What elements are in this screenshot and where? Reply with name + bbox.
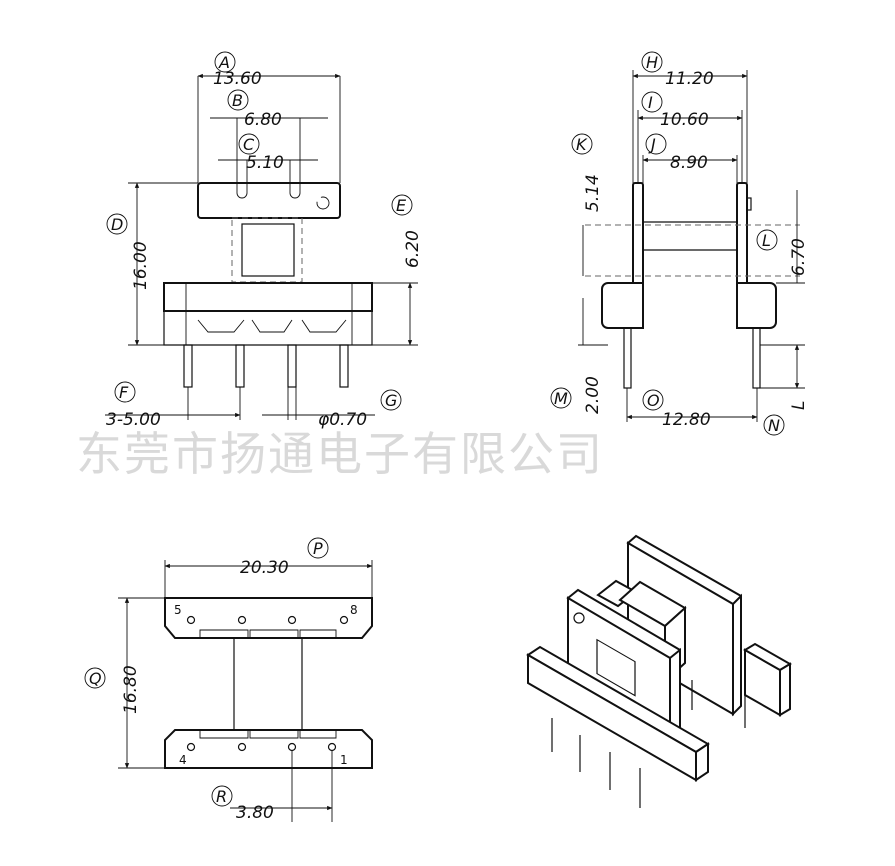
side-view: 11.20 H 10.60 I 8.90 J 5.14 K 6.70 L L: [550, 51, 809, 436]
dim-p-value: 20.30: [240, 558, 289, 578]
label-o: O: [647, 391, 660, 410]
side-pin: [752, 327, 761, 389]
iso-rear-base-side: [779, 662, 791, 717]
pin-hole: [237, 742, 247, 752]
front-base-notches: [197, 319, 347, 333]
bottom-bottom-notches: [199, 730, 337, 739]
dim-c-value: 5.10: [246, 153, 284, 173]
dim-m-value: 2.00: [583, 376, 603, 414]
label-f: F: [119, 383, 129, 402]
side-flange-tab: [746, 197, 752, 211]
dim-i-value: 10.60: [660, 110, 709, 130]
label-e: E: [396, 196, 407, 215]
front-mark-circle: [316, 196, 330, 210]
side-base-left: [601, 282, 644, 329]
label-n: N: [768, 416, 780, 435]
bottom-bottom-bar: [164, 729, 373, 769]
dim-b-value: 6.80: [244, 110, 282, 130]
pin-number-4: 4: [179, 753, 187, 767]
label-m: M: [554, 389, 568, 408]
iso-back-flange-side: [732, 593, 742, 717]
label-q: Q: [89, 669, 102, 688]
front-pin: [235, 344, 245, 388]
front-pin: [183, 344, 193, 388]
dim-h-value: 11.20: [665, 69, 714, 89]
pin-hole: [287, 742, 297, 752]
label-g: G: [385, 391, 397, 410]
iso-window: [596, 638, 636, 697]
side-pin: [623, 327, 632, 389]
label-j: J: [648, 135, 656, 154]
dim-a-value: 13.60: [213, 69, 262, 89]
iso-base-side: [695, 742, 709, 782]
dim-o-value: 12.80: [662, 410, 711, 430]
dim-g-value: φ0.70: [318, 410, 367, 430]
front-pin: [339, 344, 349, 388]
front-core-window: [241, 223, 295, 277]
pin-hole: [186, 615, 196, 625]
pin-hole: [186, 742, 196, 752]
dim-j-value: 8.90: [670, 153, 708, 173]
label-k: K: [576, 135, 588, 154]
dim-l-value: 6.70: [789, 238, 809, 276]
front-view: 13.60 A 6.80 B 5.10 C 16.00 D 6.20 E: [105, 51, 423, 430]
bottom-view: 5 8 4 1 20.30 P 16.80 Q 3.80 R: [84, 537, 373, 823]
front-slot-left: [236, 183, 248, 199]
front-base: [163, 282, 373, 312]
front-pin: [287, 344, 297, 388]
pin-number-1: 1: [340, 753, 348, 767]
label-i: I: [648, 93, 653, 112]
company-watermark: 东莞市扬通电子有限公司: [76, 427, 604, 481]
front-core-hidden: [231, 217, 303, 283]
side-base-right: [736, 282, 777, 329]
pin-hole: [287, 615, 297, 625]
front-top-flange: [197, 182, 341, 219]
pin-hole: [327, 742, 337, 752]
label-l: L: [762, 231, 771, 250]
label-h: H: [646, 53, 658, 72]
pin-hole: [339, 615, 349, 625]
isometric-view: [526, 534, 792, 808]
dim-r-value: 3.80: [236, 803, 274, 823]
pin-number-5: 5: [174, 603, 182, 617]
dim-k-value: 5.14: [583, 174, 603, 212]
pin-number-8: 8: [350, 603, 358, 617]
iso-mark: [573, 612, 585, 624]
front-slot-right: [289, 183, 301, 199]
label-b: B: [232, 91, 243, 110]
dim-e-value: 6.20: [403, 230, 423, 268]
label-d: D: [111, 215, 123, 234]
pin-length-label: L: [789, 401, 809, 410]
dim-d-value: 16.00: [131, 241, 151, 290]
label-r: R: [216, 787, 227, 806]
label-a: A: [218, 53, 230, 72]
dim-f-value: 3-5.00: [106, 410, 161, 430]
label-p: P: [313, 539, 323, 558]
front-base-lower: [163, 311, 373, 346]
bottom-top-notches: [199, 629, 337, 638]
pin-hole: [237, 615, 247, 625]
dim-q-value: 16.80: [121, 665, 141, 714]
label-c: C: [243, 135, 255, 154]
